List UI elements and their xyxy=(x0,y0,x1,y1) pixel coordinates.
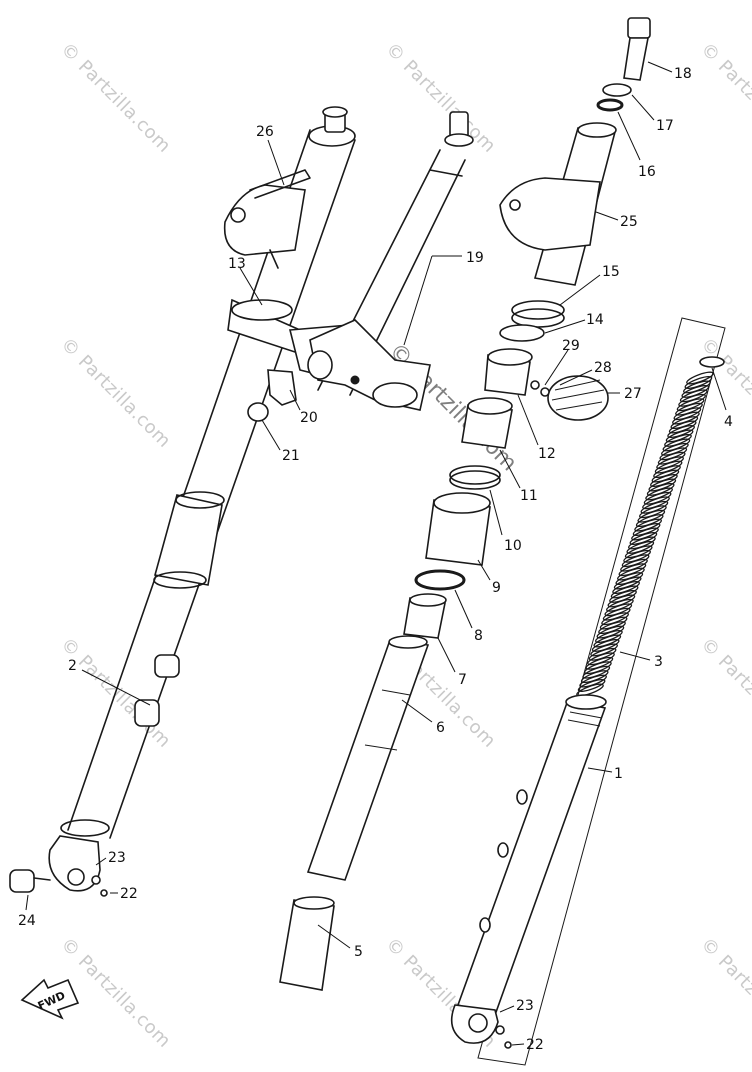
callout-28: 28 xyxy=(594,360,612,376)
center-parts-stack xyxy=(279,348,533,991)
spring-coil xyxy=(654,460,683,474)
spring-coil xyxy=(576,683,604,697)
leader-lines xyxy=(25,61,727,1046)
callout-1: 1 xyxy=(614,766,623,782)
right-lower-parts xyxy=(450,317,726,1066)
small-washers xyxy=(91,875,512,1049)
callout-29: 29 xyxy=(562,338,580,354)
callout-27: 27 xyxy=(624,386,642,402)
watermark-text: © Partzilla.com xyxy=(696,39,752,157)
spring-coils xyxy=(576,371,714,697)
callout-11: 11 xyxy=(520,488,538,504)
callout-23: 23 xyxy=(108,850,126,866)
callout-12: 12 xyxy=(538,446,556,462)
callout-25: 25 xyxy=(620,214,638,230)
callout-7: 7 xyxy=(458,672,467,688)
watermark-text: © Partzilla.com xyxy=(381,39,499,157)
callout-26: 26 xyxy=(256,124,274,140)
callout-10: 10 xyxy=(504,538,522,554)
callout-2: 2 xyxy=(68,658,77,674)
callout-9: 9 xyxy=(492,580,501,596)
spring-coil xyxy=(599,616,628,630)
right-upper-parts xyxy=(499,17,651,421)
spring-coil xyxy=(577,679,606,692)
callout-4: 4 xyxy=(724,414,733,430)
callout-6: 6 xyxy=(436,720,445,736)
center-fork-tube xyxy=(307,111,474,411)
callout-13: 13 xyxy=(228,256,246,272)
callout-21: 21 xyxy=(282,448,300,464)
spring-coil xyxy=(643,491,672,505)
callout-22: 22 xyxy=(526,1037,544,1053)
watermark-text: © Partzilla.com xyxy=(56,334,174,452)
watermark-text: © Partzilla.com xyxy=(696,334,752,452)
callout-15: 15 xyxy=(602,264,620,280)
watermark-layer: © Partzilla.com © Partzilla.com © Partzi… xyxy=(56,39,752,1052)
watermark-text: © Partzilla.com xyxy=(56,39,174,157)
spring-coil xyxy=(621,554,650,568)
callout-17: 17 xyxy=(656,118,674,134)
callout-3: 3 xyxy=(654,654,663,670)
spring-coil xyxy=(676,398,705,412)
spring-coil xyxy=(665,429,694,443)
left-fork-assembly xyxy=(9,106,361,893)
callout-8: 8 xyxy=(474,628,483,644)
watermark-text: © Partzilla.com xyxy=(696,934,752,1052)
callout-5: 5 xyxy=(354,944,363,960)
callout-14: 14 xyxy=(586,312,604,328)
callout-labels: 26 13 19 18 17 16 25 15 14 29 28 27 4 12… xyxy=(18,66,733,1053)
callout-24: 24 xyxy=(18,913,36,929)
spring-coil xyxy=(588,647,617,661)
fwd-arrow-icon: FWD xyxy=(20,978,80,1020)
callout-19: 19 xyxy=(466,250,484,266)
callout-18: 18 xyxy=(674,66,692,82)
callout-16: 16 xyxy=(638,164,656,180)
callout-23: 23 xyxy=(516,998,534,1014)
spring-coil xyxy=(632,523,661,536)
callout-22: 22 xyxy=(120,886,138,902)
callout-20: 20 xyxy=(300,410,318,426)
spring-coil xyxy=(610,585,639,599)
watermark-text: © Partzilla.com xyxy=(696,634,752,752)
